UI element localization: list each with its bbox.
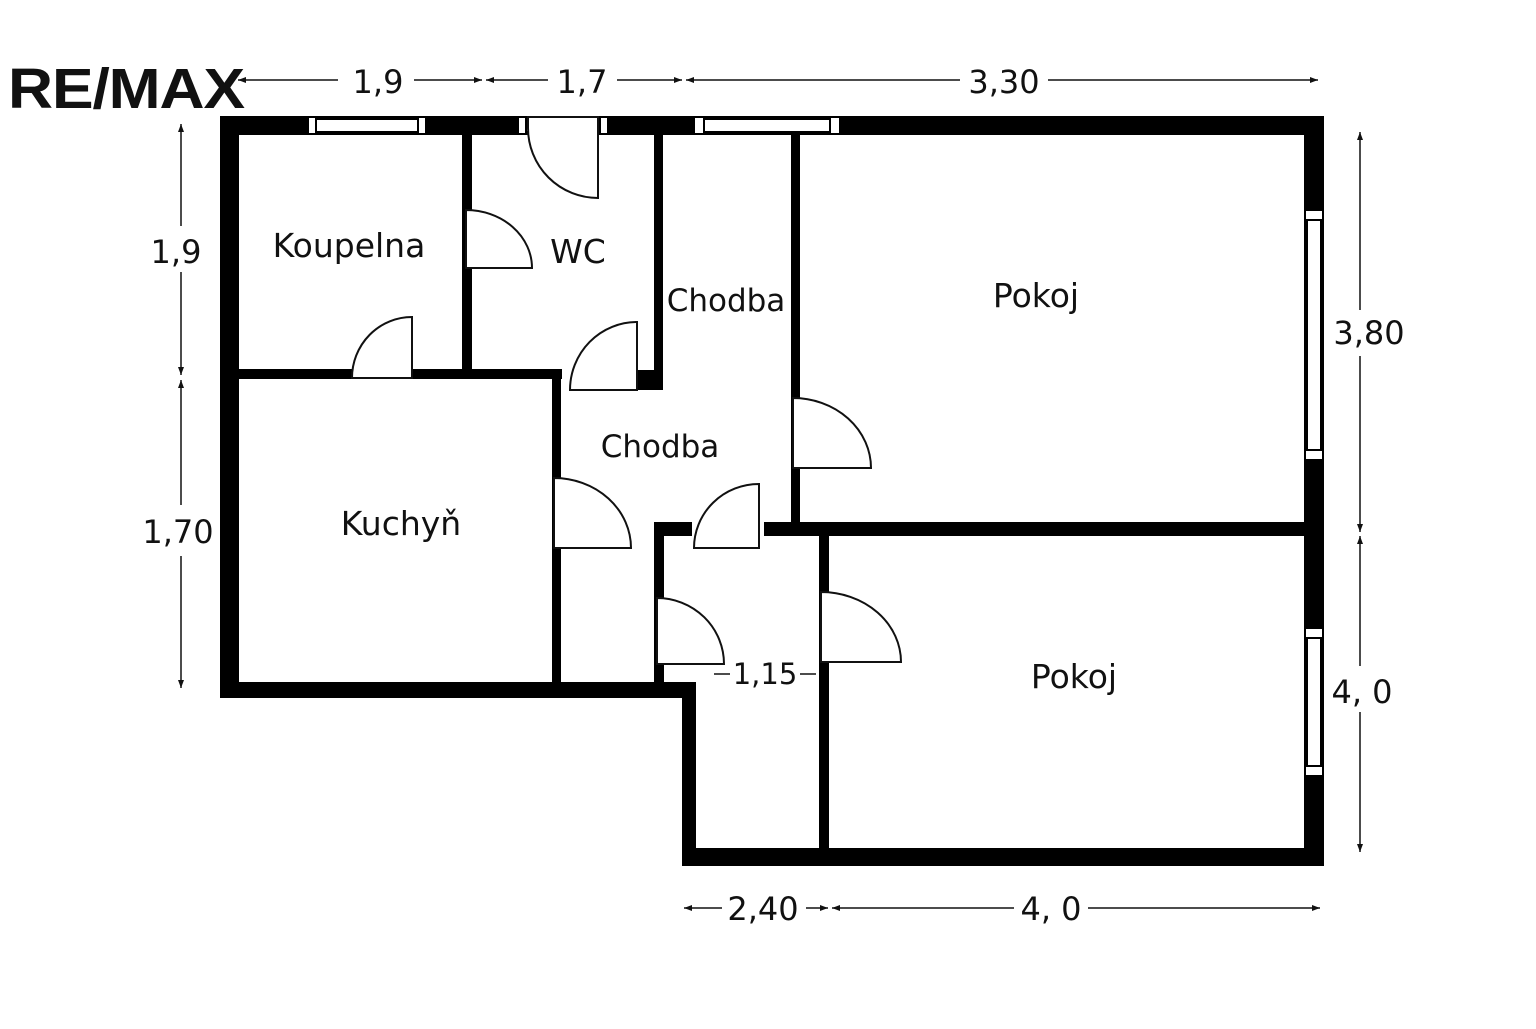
door-kitchen [553,476,633,549]
dim-top-2: 1,7 [557,63,608,101]
room-labels: Koupelna WC Chodba Chodba Pokoj Pokoj Ku… [273,226,1117,696]
door-corridor-small [692,482,760,549]
wall-wc-corridor-stub [638,370,661,390]
window-room-upper [1304,209,1324,461]
dim-bottom-2: 4, 0 [1020,890,1081,928]
dim-top-3: 3,30 [968,63,1039,101]
wall-rooms-divider [764,522,1309,536]
dim-right-1: 3,80 [1333,314,1404,352]
door-small-room [656,596,726,665]
dimension-arrows [178,77,1363,911]
wall-bottom-left [220,682,696,698]
dim-bottom-1: 2,40 [727,890,798,928]
door-wc-entry [527,116,599,200]
dim-right-2: 4, 0 [1331,673,1392,711]
room-chodba-lower: Chodba [601,429,720,465]
window-corridor [693,116,841,135]
room-pokoj-upper: Pokoj [993,276,1079,315]
dim-top-1: 1,9 [353,63,404,101]
wall-wc-corridor [654,135,663,390]
wall-corridor-room [791,135,800,535]
door-room-upper [792,396,873,469]
door-room-lower [820,590,903,663]
wall-step [682,682,696,866]
door-bath-wc [465,208,534,269]
wall-small-room [819,536,829,850]
window-bathroom [307,116,427,135]
door-bathroom [350,315,413,379]
dimension-lines [180,79,1361,909]
room-wc: WC [550,232,606,271]
room-kuchyn: Kuchyň [341,504,461,543]
dim-left-1: 1,9 [151,233,202,271]
remax-logo: RE/MAX [8,57,245,121]
dimension-labels: 1,9 1,7 3,30 1,9 1,70 3,80 4, 0 2,40 4, … [142,63,1404,928]
wall-bottom-right [682,848,1324,866]
doors [350,116,903,665]
dim-inner: 1,15 [733,657,798,691]
door-wc-lower [568,320,638,391]
room-chodba-upper: Chodba [667,283,786,319]
room-koupelna: Koupelna [273,226,426,265]
dim-left-2: 1,70 [142,513,213,551]
wall-left [220,116,239,698]
room-pokoj-lower: Pokoj [1031,657,1117,696]
window-room-lower [1304,627,1324,777]
